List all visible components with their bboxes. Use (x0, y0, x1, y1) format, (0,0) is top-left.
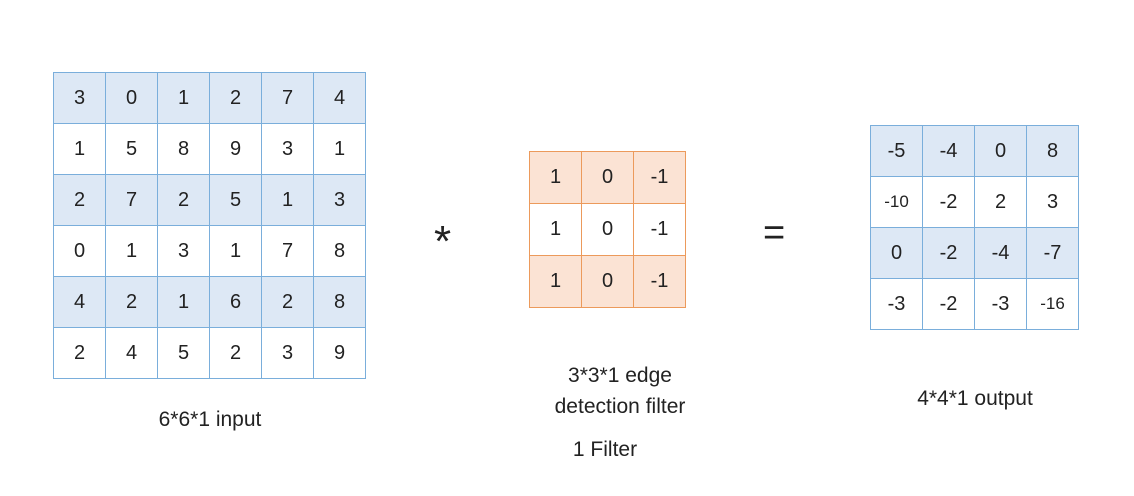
matrix-cell: -4 (922, 125, 975, 177)
matrix-cell: 1 (529, 203, 582, 256)
matrix-row: 1 0 -1 (529, 255, 686, 308)
matrix-cell: -10 (870, 176, 923, 228)
matrix-cell: 1 (529, 255, 582, 308)
matrix-cell: 4 (105, 327, 158, 379)
matrix-row: 1 0 -1 (529, 151, 686, 204)
matrix-cell: -3 (870, 278, 923, 330)
output-matrix: -5 -4 0 8 -10 -2 2 3 0 -2 -4 -7 -3 -2 -3… (870, 125, 1079, 330)
matrix-cell: 1 (529, 151, 582, 204)
matrix-cell: 4 (53, 276, 106, 328)
matrix-cell: 2 (105, 276, 158, 328)
matrix-cell: -7 (1026, 227, 1079, 279)
filter-matrix: 1 0 -1 1 0 -1 1 0 -1 (529, 151, 686, 308)
matrix-cell: 4 (313, 72, 366, 124)
matrix-cell: 2 (157, 174, 210, 226)
matrix-row: 2 4 5 2 3 9 (53, 327, 366, 379)
matrix-cell: 1 (209, 225, 262, 277)
matrix-cell: 1 (313, 123, 366, 175)
matrix-cell: -5 (870, 125, 923, 177)
matrix-row: -10 -2 2 3 (870, 176, 1079, 228)
matrix-row: -3 -2 -3 -16 (870, 278, 1079, 330)
matrix-cell: 3 (261, 123, 314, 175)
matrix-cell: 5 (157, 327, 210, 379)
filter-label-line: 3*3*1 edge (568, 364, 672, 387)
matrix-cell: 1 (53, 123, 106, 175)
matrix-row: 0 1 3 1 7 8 (53, 225, 366, 277)
filter-label: 3*3*1 edge detection filter (510, 360, 730, 422)
matrix-row: 2 7 2 5 1 3 (53, 174, 366, 226)
matrix-cell: 8 (313, 225, 366, 277)
matrix-cell: 8 (313, 276, 366, 328)
matrix-cell: 5 (105, 123, 158, 175)
matrix-cell: 6 (209, 276, 262, 328)
filter-count-label: 1 Filter (572, 438, 638, 461)
matrix-row: 0 -2 -4 -7 (870, 227, 1079, 279)
matrix-cell: 8 (157, 123, 210, 175)
matrix-cell: -2 (922, 278, 975, 330)
matrix-cell: 8 (1026, 125, 1079, 177)
matrix-cell: 0 (581, 203, 634, 256)
matrix-row: 1 5 8 9 3 1 (53, 123, 366, 175)
matrix-cell: 2 (261, 276, 314, 328)
matrix-cell: 0 (870, 227, 923, 279)
matrix-cell: 9 (209, 123, 262, 175)
matrix-cell: -1 (633, 151, 686, 204)
matrix-cell: 0 (581, 255, 634, 308)
matrix-cell: 7 (105, 174, 158, 226)
matrix-cell: 3 (157, 225, 210, 277)
matrix-cell: 0 (53, 225, 106, 277)
matrix-row: -5 -4 0 8 (870, 125, 1079, 177)
matrix-cell: 3 (261, 327, 314, 379)
matrix-cell: 7 (261, 72, 314, 124)
matrix-cell: 3 (53, 72, 106, 124)
matrix-cell: 2 (53, 327, 106, 379)
matrix-cell: -2 (922, 176, 975, 228)
matrix-cell: -2 (922, 227, 975, 279)
matrix-row: 3 0 1 2 7 4 (53, 72, 366, 124)
input-label: 6*6*1 input (158, 408, 262, 431)
matrix-cell: -16 (1026, 278, 1079, 330)
convolution-operator: * (434, 217, 452, 266)
matrix-cell: -4 (974, 227, 1027, 279)
matrix-row: 4 2 1 6 2 8 (53, 276, 366, 328)
matrix-row: 1 0 -1 (529, 203, 686, 256)
matrix-cell: 0 (974, 125, 1027, 177)
matrix-cell: 1 (157, 276, 210, 328)
matrix-cell: 5 (209, 174, 262, 226)
matrix-cell: 0 (581, 151, 634, 204)
matrix-cell: 2 (209, 72, 262, 124)
matrix-cell: 0 (105, 72, 158, 124)
matrix-cell: 7 (261, 225, 314, 277)
matrix-cell: 2 (209, 327, 262, 379)
matrix-cell: -3 (974, 278, 1027, 330)
matrix-cell: 2 (53, 174, 106, 226)
matrix-cell: 1 (105, 225, 158, 277)
matrix-cell: 3 (313, 174, 366, 226)
matrix-cell: 1 (261, 174, 314, 226)
matrix-cell: -1 (633, 255, 686, 308)
filter-label-line: detection filter (554, 395, 686, 418)
matrix-cell: 9 (313, 327, 366, 379)
equals-operator: = (763, 212, 786, 254)
matrix-cell: 1 (157, 72, 210, 124)
matrix-cell: -1 (633, 203, 686, 256)
matrix-cell: 2 (974, 176, 1027, 228)
input-matrix: 3 0 1 2 7 4 1 5 8 9 3 1 2 7 2 5 1 3 0 1 … (53, 72, 366, 379)
output-label: 4*4*1 output (917, 387, 1033, 410)
matrix-cell: 3 (1026, 176, 1079, 228)
